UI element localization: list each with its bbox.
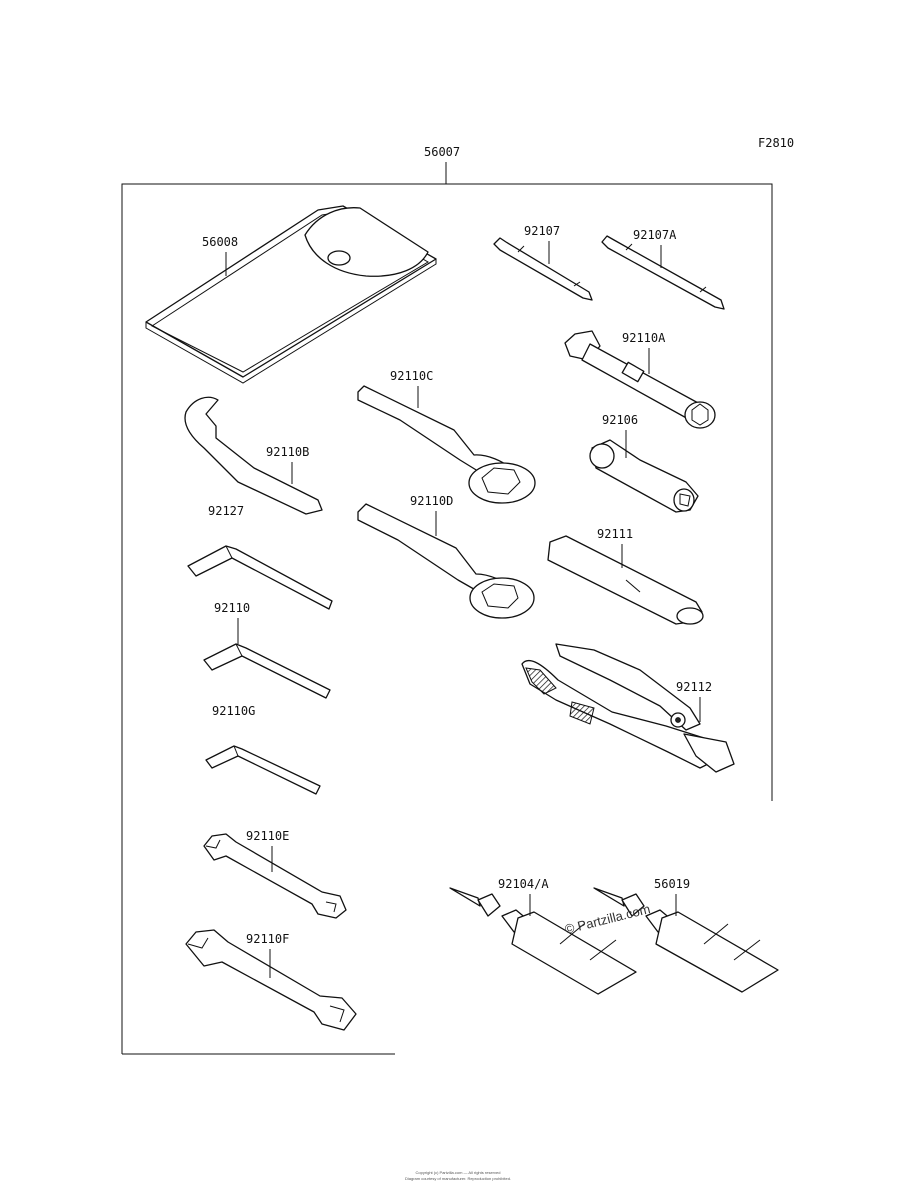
hex-key-92110 (203, 643, 331, 699)
tool-pouch (145, 205, 437, 384)
box-wrench-92110A (564, 330, 716, 429)
assembly-frame (121, 183, 773, 1054)
label-92127: 92127 (208, 504, 244, 518)
figure-code: F2810 (758, 136, 794, 150)
hook-spanner-92110B (184, 396, 323, 515)
screwdriver-bit-92107A (601, 235, 725, 310)
ring-spanner-92110D (357, 503, 535, 619)
label-92110: 92110 (214, 601, 250, 615)
label-92104A: 92104/A (498, 877, 549, 891)
grease-tube-92104A (449, 887, 637, 995)
footer-line-2: Diagram courtesy of manufacturer. Reprod… (405, 1176, 511, 1181)
label-92110G: 92110G (212, 704, 255, 718)
screwdriver-bit-92107 (493, 237, 593, 301)
footer-line-1: Copyright (c) Partzilla.com — All rights… (416, 1170, 501, 1175)
label-92107: 92107 (524, 224, 560, 238)
grease-tube-56019 (593, 887, 779, 993)
label-92112: 92112 (676, 680, 712, 694)
label-92110A: 92110A (622, 331, 666, 345)
watermark: © Partzilla.com (563, 901, 652, 937)
label-92111: 92111 (597, 527, 633, 541)
open-end-wrench-92110F (185, 929, 357, 1031)
label-92110C: 92110C (390, 369, 433, 383)
pliers-92112 (521, 643, 735, 773)
label-92110B: 92110B (266, 445, 309, 459)
label-92107A: 92107A (633, 228, 677, 242)
label-56008: 56008 (202, 235, 238, 249)
label-92106: 92106 (602, 413, 638, 427)
label-92110F: 92110F (246, 932, 289, 946)
handle-92111 (547, 535, 704, 625)
socket-92106 (589, 439, 699, 513)
assembly-part-number: 56007 (424, 145, 460, 159)
label-92110D: 92110D (410, 494, 453, 508)
label-92110E: 92110E (246, 829, 289, 843)
open-end-wrench-92110E (203, 833, 347, 919)
hex-key-92127 (187, 545, 333, 610)
ring-spanner-92110C (357, 385, 536, 504)
label-56019: 56019 (654, 877, 690, 891)
hex-key-92110G (205, 745, 321, 795)
